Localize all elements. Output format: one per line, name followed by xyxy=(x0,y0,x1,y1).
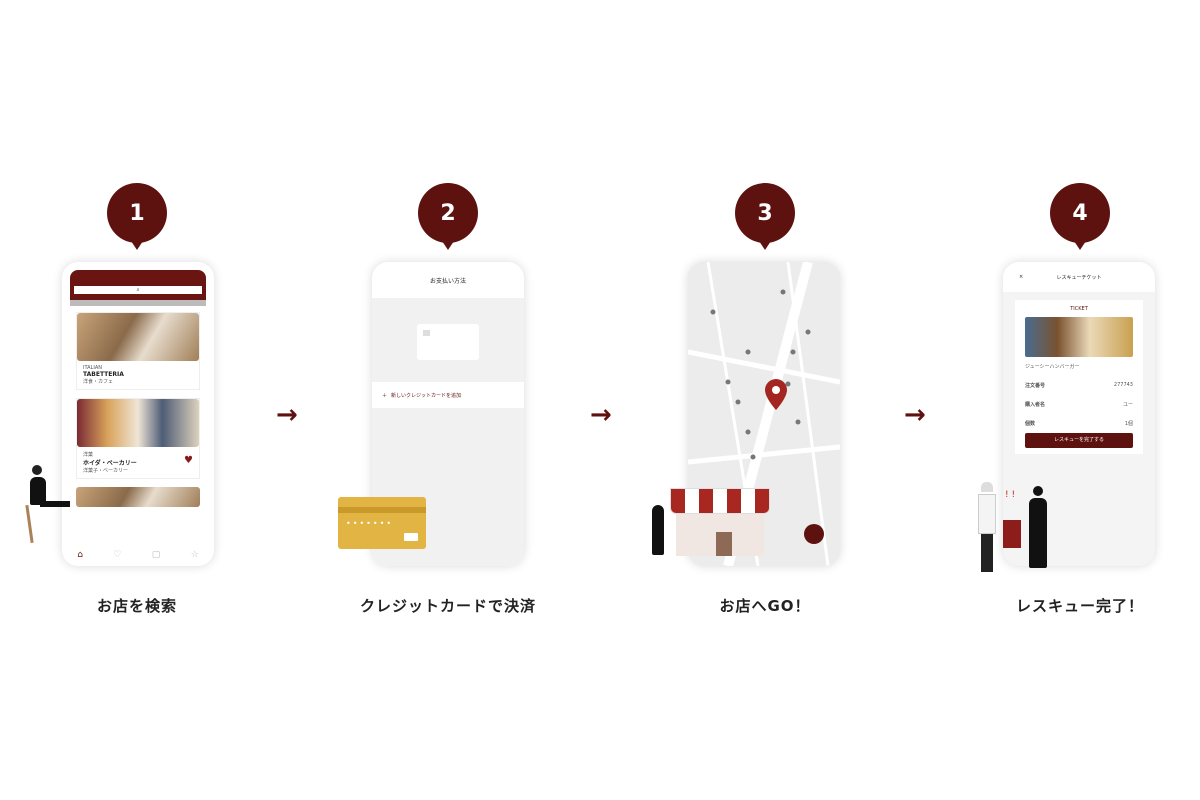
shop-card[interactable]: ITALIAN TABETTERIA 洋食・カフェ xyxy=(76,312,200,390)
step-2-label: クレジットカードで決済 xyxy=(359,597,536,615)
credit-card-illustration: ••••••• xyxy=(338,497,426,549)
map-pin-icon xyxy=(765,379,787,410)
arrow-icon: → xyxy=(590,400,612,430)
bottom-nav: ⌂ ♡ ▢ ☆ xyxy=(62,550,214,560)
add-card-label: 新しいクレジットカードを追加 xyxy=(391,392,462,399)
phone-ticket-screen: × レスキューチケット TICKET ジューシーハンバーガー 注文番号 27774… xyxy=(1003,262,1155,566)
screen-title: レスキューチケット xyxy=(1056,274,1102,281)
person-sitting-illustration xyxy=(25,465,76,545)
step-4-label: レスキュー完了！ xyxy=(1015,597,1144,615)
step-1-label: お店を検索 xyxy=(96,597,177,615)
search-input[interactable]: ⌕ xyxy=(74,286,202,294)
shop-name: TABETTERIA xyxy=(83,371,124,378)
handover-illustration: ! ! xyxy=(975,482,1055,577)
row-value: 1個 xyxy=(1124,421,1133,427)
locate-button xyxy=(804,524,824,544)
arrow-icon: → xyxy=(904,400,926,430)
heart-icon[interactable]: ♥ xyxy=(184,455,193,466)
step-4-badge: 4 xyxy=(1050,183,1110,250)
step-3-label: お店へGO！ xyxy=(719,597,811,615)
heart-icon[interactable]: ♡ xyxy=(113,550,122,560)
shop-name: ホイダ・ベーカリー xyxy=(83,460,137,467)
step-2-badge: 2 xyxy=(418,183,478,250)
home-icon[interactable]: ⌂ xyxy=(77,550,83,560)
storefront-illustration xyxy=(670,488,770,556)
complete-rescue-button[interactable]: レスキューを完了する xyxy=(1025,433,1133,448)
row-value: ユー xyxy=(1122,402,1133,408)
row-key: 個数 xyxy=(1025,421,1036,427)
person-illustration xyxy=(652,505,664,555)
row-key: 注文番号 xyxy=(1025,383,1046,389)
plus-icon: ＋ xyxy=(382,392,388,399)
step-3-badge: 3 xyxy=(735,183,795,250)
shop-card[interactable]: 洋菓 ホイダ・ベーカリー 洋菓子・ベーカリー ♥ xyxy=(76,398,200,479)
credit-card-placeholder xyxy=(417,324,479,360)
shop-sub: 洋菓子・ベーカリー xyxy=(83,468,129,474)
phone-search-screen: ⌕ ITALIAN TABETTERIA 洋食・カフェ 洋菓 ホイダ・ベーカリー… xyxy=(62,262,214,566)
add-card-button[interactable]: ＋新しいクレジットカードを追加 xyxy=(372,382,524,408)
shop-category: ITALIAN xyxy=(83,365,102,371)
close-icon[interactable]: × xyxy=(1019,274,1024,280)
food-photo xyxy=(1025,317,1133,357)
shop-sub: 洋食・カフェ xyxy=(83,379,114,385)
shop-category: 洋菓 xyxy=(83,452,94,458)
ticket-icon[interactable]: ▢ xyxy=(151,550,161,560)
arrow-icon: → xyxy=(276,400,298,430)
ticket-heading: TICKET xyxy=(1070,306,1088,312)
step-1-badge: 1 xyxy=(107,183,167,250)
row-key: 購入者名 xyxy=(1025,402,1046,408)
row-value: 277743 xyxy=(1113,382,1133,388)
item-name: ジューシーハンバーガー xyxy=(1025,364,1080,370)
screen-title: お支払い方法 xyxy=(429,277,466,285)
star-icon[interactable]: ☆ xyxy=(190,550,199,560)
